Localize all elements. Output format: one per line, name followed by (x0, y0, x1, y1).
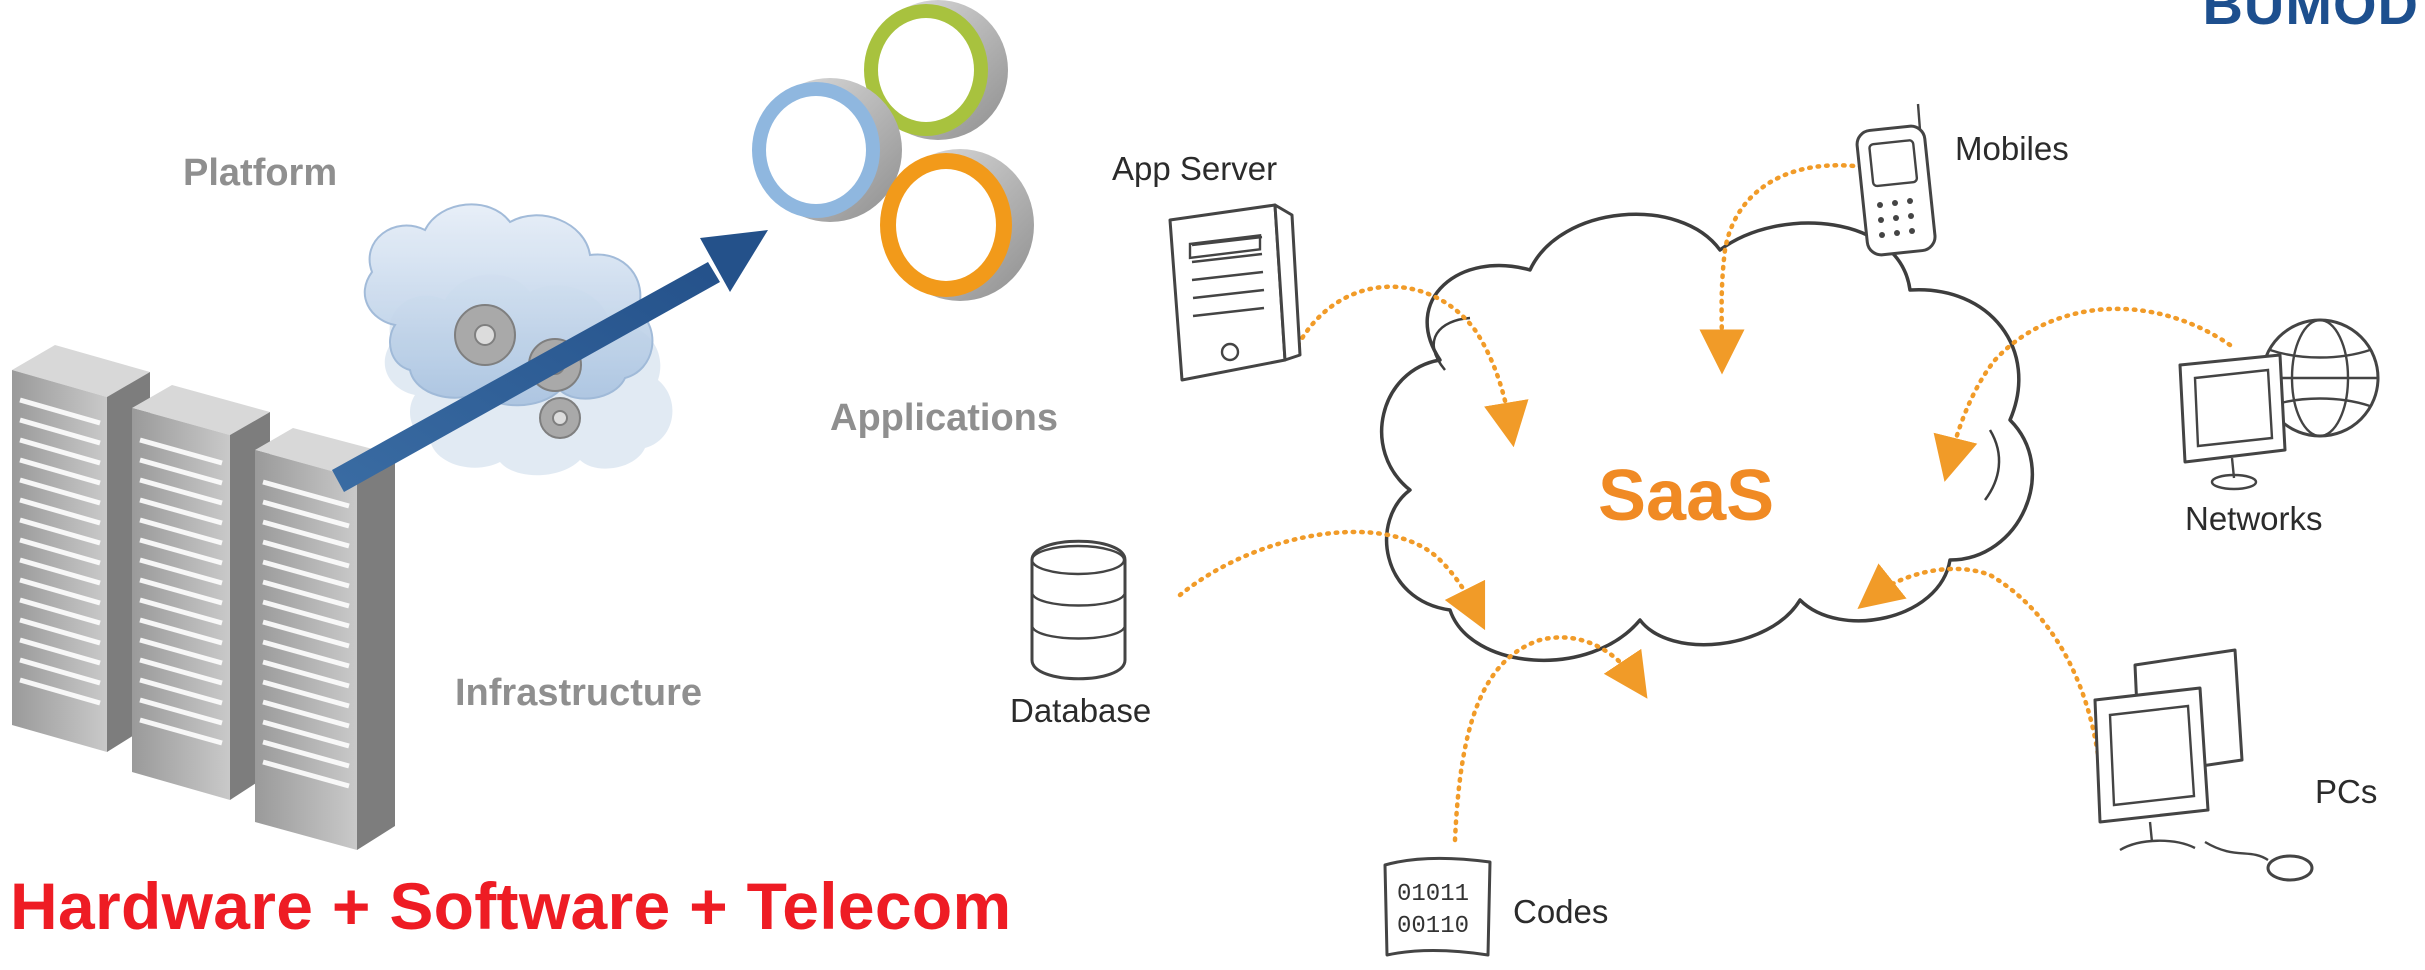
flow-arrow-icon (332, 230, 768, 492)
codes-label: Codes (1513, 893, 1608, 930)
infrastructure-label: Infrastructure (455, 672, 702, 714)
corner-logo: BUMOD (2202, 0, 2419, 36)
networks-label: Networks (2185, 500, 2323, 537)
headline: Hardware + Software + Telecom (10, 869, 1012, 943)
gears-icon (454, 304, 582, 439)
saas-cloud-icon (1379, 212, 2035, 663)
database-icon (1030, 539, 1127, 681)
network-monitor-icon (2178, 353, 2287, 491)
app-server-label: App Server (1112, 150, 1277, 187)
applications-rings-icon (752, 0, 1034, 301)
codes-bits-row1: 01011 (1397, 881, 1469, 908)
codes-bits-row2: 00110 (1397, 913, 1469, 940)
pcs-label: PCs (2315, 773, 2377, 810)
saas-label: SaaS (1598, 456, 1774, 536)
app-server-icon (1168, 203, 1302, 382)
mobiles-label: Mobiles (1955, 130, 2069, 167)
mobile-phone-icon (1855, 103, 1937, 257)
platform-label: Platform (183, 152, 337, 194)
database-label: Database (1010, 692, 1151, 729)
applications-label: Applications (830, 397, 1058, 439)
codes-icon: 01011 00110 (1383, 856, 1492, 957)
pcs-icon (2093, 648, 2314, 882)
dotted-connectors (1177, 163, 2233, 843)
server-racks-icon (12, 345, 395, 850)
